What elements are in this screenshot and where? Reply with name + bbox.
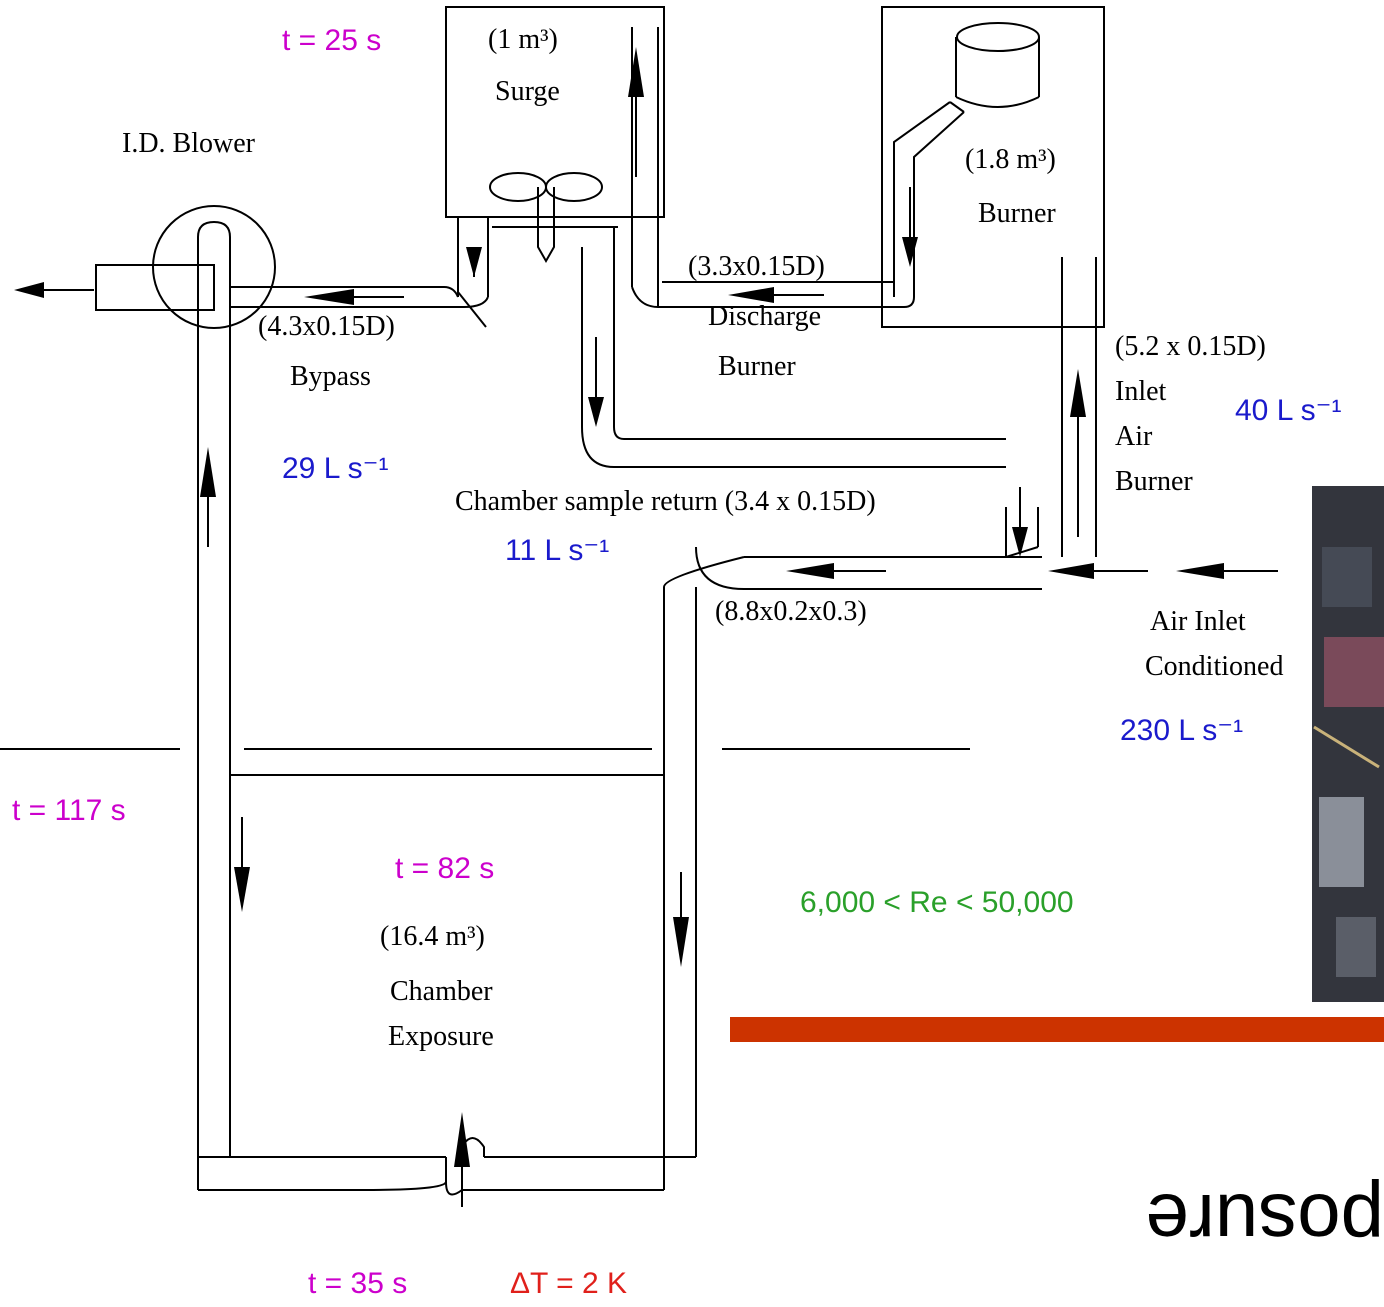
equipment-photo — [1312, 486, 1384, 1002]
exposure-volume-label: (16.4 m³) — [380, 921, 485, 952]
burner-air-inlet-line2: Air — [1115, 421, 1153, 452]
exposure-line1: Exposure — [388, 1021, 494, 1052]
loop-time: t = 117 s — [12, 794, 126, 827]
burner-discharge-line2: Discharge — [708, 301, 821, 332]
conditioned-air-flow: 230 L s⁻¹ — [1120, 714, 1243, 747]
slide-title-fragment: posure — [1146, 1178, 1384, 1266]
duct-network — [0, 7, 1104, 1195]
surge-time: t = 25 s — [282, 24, 381, 57]
accent-bar — [730, 1017, 1384, 1042]
burner-air-inlet-line1: Burner — [1115, 466, 1193, 497]
burner-air-inlet-dims: (5.2 x 0.15D) — [1115, 331, 1266, 362]
sample-return-flow: 11 L s⁻¹ — [505, 534, 609, 567]
burner-air-inlet-line3: Inlet — [1115, 376, 1167, 407]
burner-discharge-dims: (3.3x0.15D) — [688, 251, 825, 282]
chamber-sample-return-label: Chamber sample return (3.4 x 0.15D) — [455, 486, 876, 517]
conditioned-line1: Conditioned — [1145, 651, 1283, 682]
id-blower-label: I.D. Blower — [122, 128, 256, 159]
conditioned-line2: Air Inlet — [1150, 606, 1246, 637]
delta-t-label: ΔT = 2 K — [510, 1267, 627, 1300]
surge-name-label: Surge — [495, 76, 560, 107]
inlet-time: t = 35 s — [308, 1267, 407, 1300]
reynolds-label: 6,000 < Re < 50,000 — [800, 886, 1074, 919]
bypass-flow: 29 L s⁻¹ — [282, 452, 388, 485]
burner-name-label: Burner — [978, 198, 1056, 229]
burner-volume-label: (1.8 m³) — [965, 144, 1056, 175]
surge-volume-label: (1 m³) — [488, 24, 558, 55]
exposure-line2: Chamber — [390, 976, 493, 1007]
bypass-name-label: Bypass — [290, 361, 371, 392]
chamber-time: t = 82 s — [395, 852, 494, 885]
bypass-dims-label: (4.3x0.15D) — [258, 311, 395, 342]
burner-discharge-line1: Burner — [718, 351, 796, 382]
main-duct-dims-label: (8.8x0.2x0.3) — [715, 596, 867, 627]
burner-air-flow: 40 L s⁻¹ — [1235, 394, 1341, 427]
labels: I.D. Blower Surge (1 m³) Burner (1.8 m³)… — [12, 24, 1341, 1300]
